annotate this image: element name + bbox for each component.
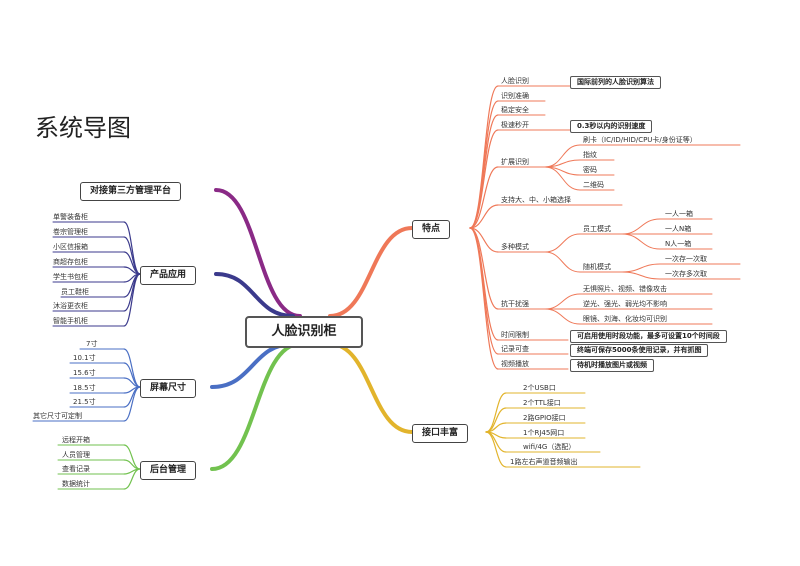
expand-item: 二维码 — [583, 181, 604, 189]
anti-item: 无惧照片、视频、错像攻击 — [583, 285, 667, 293]
product-item: 卷宗管理柜 — [53, 228, 88, 236]
link-anti-item — [544, 308, 581, 325]
product-item: 学生书包柜 — [53, 273, 88, 281]
screen-size-item: 15.6寸 — [73, 369, 96, 377]
link-staff-item — [621, 233, 661, 250]
link-backend — [210, 342, 302, 471]
link-feature-item — [469, 204, 499, 229]
link-product-item — [123, 236, 141, 275]
backend-item: 远程开箱 — [62, 436, 90, 444]
feature-record-note: 终端可保存5000条使用记录，并有抓图 — [570, 344, 709, 357]
link-anti-item — [544, 293, 581, 310]
link-random-item — [621, 263, 661, 273]
staff-mode-item: 一人一箱 — [665, 210, 693, 218]
link-interfaces — [328, 342, 414, 434]
feature-video: 视频播放 — [501, 360, 529, 368]
link-feature-item — [469, 114, 499, 229]
product-item: 小区信报箱 — [53, 243, 88, 251]
screen-size-item: 10.1寸 — [73, 354, 96, 362]
link-feature-item — [469, 129, 499, 229]
interface-item: 1路左右声道音频输出 — [510, 458, 578, 466]
expand-item: 密码 — [583, 166, 597, 174]
mode-random: 随机模式 — [583, 263, 611, 271]
branch-third-party[interactable]: 对接第三方管理平台 — [80, 182, 182, 201]
feature-time-note: 可启用使用时段功能，最多可设置10个时间段 — [570, 330, 727, 343]
staff-mode-item: N人一箱 — [665, 240, 692, 248]
screen-size-item: 21.5寸 — [73, 398, 96, 406]
feature-face-note: 国际前列的人脸识别算法 — [570, 76, 661, 89]
staff-mode-item: 一人N箱 — [665, 225, 692, 233]
link-feature-item — [469, 227, 499, 341]
feature-time-limit: 时间限制 — [501, 331, 529, 339]
link-interface-item — [485, 431, 507, 468]
link-features — [328, 226, 414, 318]
link-expand-item — [544, 166, 581, 191]
link-interface-item — [485, 392, 507, 433]
feature-anti-interference: 抗干扰强 — [501, 300, 529, 308]
link-random-item — [621, 271, 661, 280]
random-mode-item: 一次存一次取 — [665, 255, 707, 263]
screen-size-item: 其它尺寸可定制 — [33, 412, 82, 420]
link-backend-item — [123, 444, 141, 470]
link-product-item — [123, 221, 141, 275]
branch-products[interactable]: 产品应用 — [140, 266, 197, 285]
link-backend-item — [123, 468, 141, 490]
root-node[interactable]: 人脸识别柜 — [245, 316, 363, 348]
backend-item: 人员管理 — [62, 451, 90, 459]
link-product-item — [123, 273, 141, 327]
feature-records: 记录可查 — [501, 345, 529, 353]
interface-item: wifi/4G（选配） — [523, 443, 576, 451]
interface-item: 2个USB口 — [523, 384, 556, 392]
backend-item: 查看记录 — [62, 465, 90, 473]
link-feature-item — [469, 227, 499, 370]
branch-interfaces[interactable]: 接口丰富 — [412, 424, 469, 443]
link-mode-staff — [544, 233, 581, 253]
feature-modes: 多种模式 — [501, 243, 529, 251]
expand-item: 刷卡（IC/ID/HID/CPU卡/身份证等） — [583, 136, 697, 144]
branch-features[interactable]: 特点 — [412, 220, 451, 239]
product-item: 智能手机柜 — [53, 317, 88, 325]
interface-item: 2路GPIO接口 — [523, 414, 566, 422]
link-product-item — [123, 273, 141, 312]
link-screen-sizes — [210, 342, 295, 389]
product-item: 商超存包柜 — [53, 258, 88, 266]
page-title: 系统导图 — [35, 114, 131, 142]
interface-item: 2个TTL接口 — [523, 399, 561, 407]
product-item: 沐浴更衣柜 — [53, 302, 88, 310]
screen-size-item: 7寸 — [86, 340, 98, 348]
link-feature-item — [469, 227, 499, 253]
screen-size-item: 18.5寸 — [73, 384, 96, 392]
feature-fast-note: 0.3秒以内的识别速度 — [570, 120, 653, 133]
link-third-party — [214, 188, 302, 318]
branch-backend[interactable]: 后台管理 — [140, 461, 197, 480]
feature-video-note: 待机时播放图片或视频 — [570, 359, 654, 372]
branch-screen-sizes[interactable]: 屏幕尺寸 — [140, 379, 197, 398]
link-screen-item — [123, 348, 141, 388]
random-mode-item: 一次存多次取 — [665, 270, 707, 278]
interface-item: 1个RJ45网口 — [523, 429, 565, 437]
expand-item: 指纹 — [583, 151, 597, 159]
link-feature-item — [469, 166, 499, 229]
anti-item: 逆光、强光、弱光均不影响 — [583, 300, 667, 308]
product-item: 员工鞋柜 — [61, 288, 89, 296]
feature-face: 人脸识别 — [501, 77, 529, 85]
backend-item: 数据统计 — [62, 480, 90, 488]
link-staff-item — [621, 218, 661, 235]
feature-expand: 扩展识别 — [501, 158, 529, 166]
anti-item: 眼镜、刘海、化妆均可识别 — [583, 315, 667, 323]
product-item: 单警装备柜 — [53, 213, 88, 221]
feature-accurate: 识别准确 — [501, 92, 529, 100]
link-mode-random — [544, 251, 581, 273]
link-feature-item — [469, 85, 499, 229]
feature-sizes: 支持大、中、小箱选择 — [501, 196, 571, 204]
link-products — [214, 272, 295, 318]
link-screen-item — [123, 386, 141, 422]
feature-stable: 稳定安全 — [501, 106, 529, 114]
mode-staff: 员工模式 — [583, 225, 611, 233]
feature-fast: 极速秒开 — [501, 121, 529, 129]
